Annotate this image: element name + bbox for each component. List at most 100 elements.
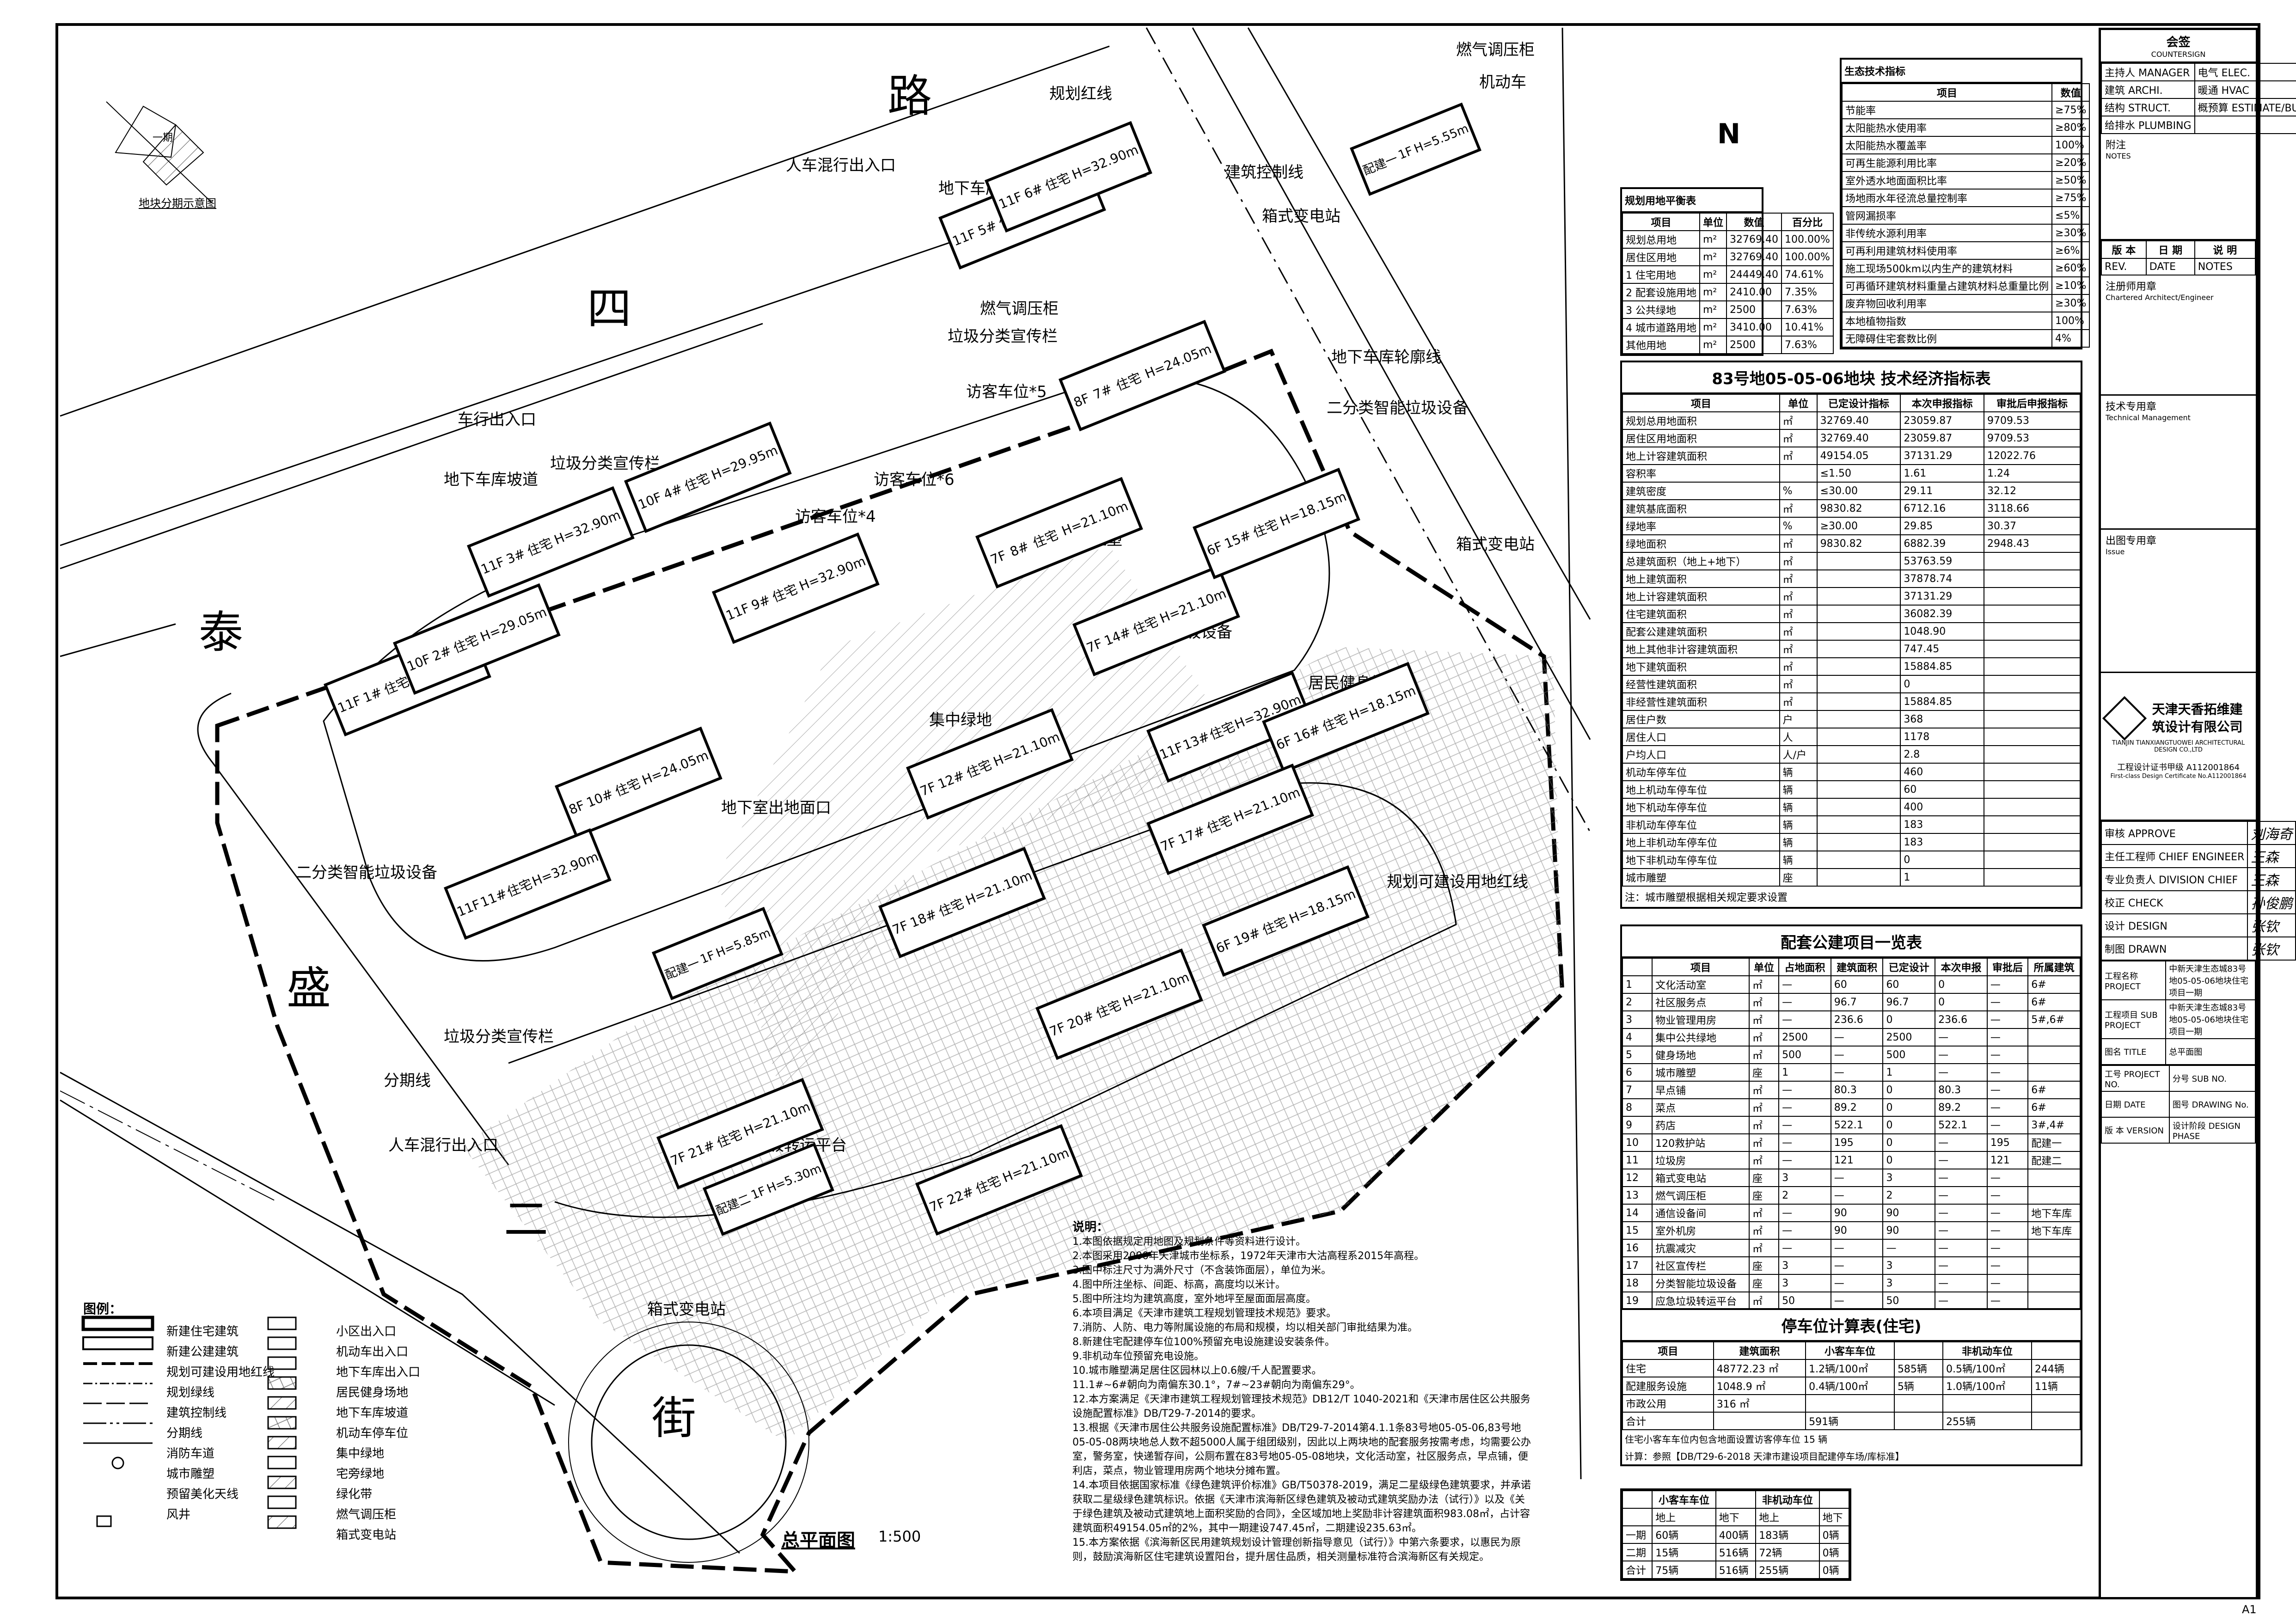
signature: 王森 [2247,844,2296,868]
tech-cell: ㎡ [1779,411,1818,430]
building-label: 11F [996,189,1024,212]
annex-label: 1F [698,948,717,967]
phase-header-cell [1818,1490,1850,1509]
facility-cell: 地下车库 [2027,1204,2081,1222]
tech-header-cell: 已定设计指标 [1816,394,1901,412]
tech-cell: 地上其他非计容建筑面积 [1622,640,1780,658]
facility-cell: 3 [1778,1256,1831,1275]
facility-cell: ㎡ [1748,1204,1780,1222]
facility-cell: — [1986,1010,2029,1029]
tech-cell: 地上非机动车停车位 [1622,833,1780,851]
waste-device-label: 二分类智能垃圾设备 [1327,399,1468,417]
facility-cell [2027,1274,2081,1292]
building-label: 12# [935,767,967,792]
tech-cell [1816,675,1901,693]
land-cell: 24449.40 [1726,265,1782,284]
eco-cell: ≥10% [2051,276,2090,295]
eco-cell: ≥6% [2051,241,2090,260]
legend-item: 分期线 [166,1426,203,1440]
facility-cell: — [1935,1133,1988,1152]
legend-item: 消防车道 [166,1446,215,1461]
facility-cell: — [1986,1204,2029,1222]
facility-cell: 6# [2027,1098,2081,1117]
tech-cell: ㎡ [1779,640,1818,658]
building-label: H=29.95m [709,442,780,483]
parking-cell: 住宅 [1622,1359,1714,1377]
legend-item: 小区出入口 [336,1324,397,1339]
eco-row: 废弃物回收利用率≥30% [1841,294,2090,312]
note-line: 14.本项目依据国家标准《绿色建筑评价标准》GB/T50378-2019，满足二… [1072,1480,1531,1534]
building-label: 住宅 [1204,812,1235,837]
building-label: 17# [1176,823,1207,847]
facility-cell: — [1778,1098,1831,1117]
eco-row: 场地雨水年径流总量控制率≥75% [1841,189,2090,207]
note-line: 5.图中所注均为建筑高度，室外地坪至屋面面层高度。 [1072,1293,1316,1305]
facility-cell: 80.3 [1830,1081,1884,1099]
tech-cell: 座 [1779,868,1818,887]
countersign-cell: 暖通 HVAC [2194,80,2296,99]
eco-cell: 节能率 [1841,101,2053,119]
issue-label: 出图专用章 [2106,535,2157,547]
eco-cell: 100% [2051,136,2090,154]
building-label: H=32.90m [551,507,623,548]
land-cell: 2500 [1726,300,1782,319]
eco-cell: 可再生能源利用比率 [1841,153,2053,172]
tech-cell: 绿地率 [1622,517,1780,535]
phase-row: 地上地下地上地下 [1622,1508,1850,1526]
phase-cell: 516辆 [1715,1561,1757,1579]
tech-cell: 机动车停车位 [1622,763,1780,781]
land-cell: 居住区用地 [1622,248,1700,266]
facility-cell: 早点铺 [1652,1081,1750,1099]
facility-cell: 2 [1882,1186,1936,1205]
note-line: 11.1#~6#朝向为南偏东30.1°，7#~23#朝向为南偏东29°。 [1072,1379,1360,1391]
north-label: N [1717,118,1741,150]
land-cell: 其他用地 [1622,336,1700,354]
note-line: 10.城市雕塑满足居住区园林以上0.6艘/千人配置要求。 [1072,1365,1322,1377]
tech-cell: 居住区用地面积 [1622,429,1780,447]
facility-cell: ㎡ [1748,993,1780,1011]
gas-box-label: 燃气调压柜 [1456,41,1535,59]
facility-cell: 195 [1986,1133,2029,1152]
sheet-size: A1 [2242,1603,2257,1616]
facility-cell: — [1935,1274,1988,1292]
building-label: 11F [1157,739,1185,763]
waste-device-label: 二分类智能垃圾设备 [296,863,437,882]
building-label: H=29.05m [478,604,549,645]
note-line: 13.根据《天津市居住公共服务设施配置标准》DB/T29-7-2014第4.1.… [1072,1422,1531,1477]
legend-item: 集中绿地 [336,1446,385,1461]
facility-cell: 集中公共绿地 [1652,1028,1750,1047]
building-label: 7F [890,917,911,938]
legend-title: 图例： [83,1301,122,1316]
tech-cell: 29.11 [1900,482,1985,500]
tech-cell: 15884.85 [1900,692,1985,711]
facility-cell: — [1935,1204,1988,1222]
facility-cell: 3 [1882,1274,1936,1292]
facility-cell: 15 [1622,1221,1653,1240]
facility-cell: 7 [1622,1081,1653,1099]
tech-cell: 0 [1900,675,1985,693]
facility-cell: 座 [1748,1274,1780,1292]
facility-cell: — [1986,1028,2029,1047]
project-cell: 总平面图 [2165,1038,2256,1065]
facility-cell: 50 [1778,1291,1831,1310]
paved-plaza [462,647,1562,1442]
building-label: 21# [686,1137,717,1162]
tech-cell [1816,868,1901,887]
legend-item: 绿化带 [336,1487,373,1501]
facility-cell: 0 [1935,993,1988,1011]
tech-cell: 居住人口 [1622,728,1780,746]
substation-label: 箱式变电站 [1262,207,1341,226]
facility-cell: — [1778,1151,1831,1169]
project-cell: 中新天津生态城83号地05-05-06地块住宅项目一期 [2165,999,2256,1039]
project-cell: 图名 TITLE [2100,1038,2167,1065]
facility-cell: — [1935,1028,1988,1047]
phase-header-cell [1715,1490,1757,1509]
